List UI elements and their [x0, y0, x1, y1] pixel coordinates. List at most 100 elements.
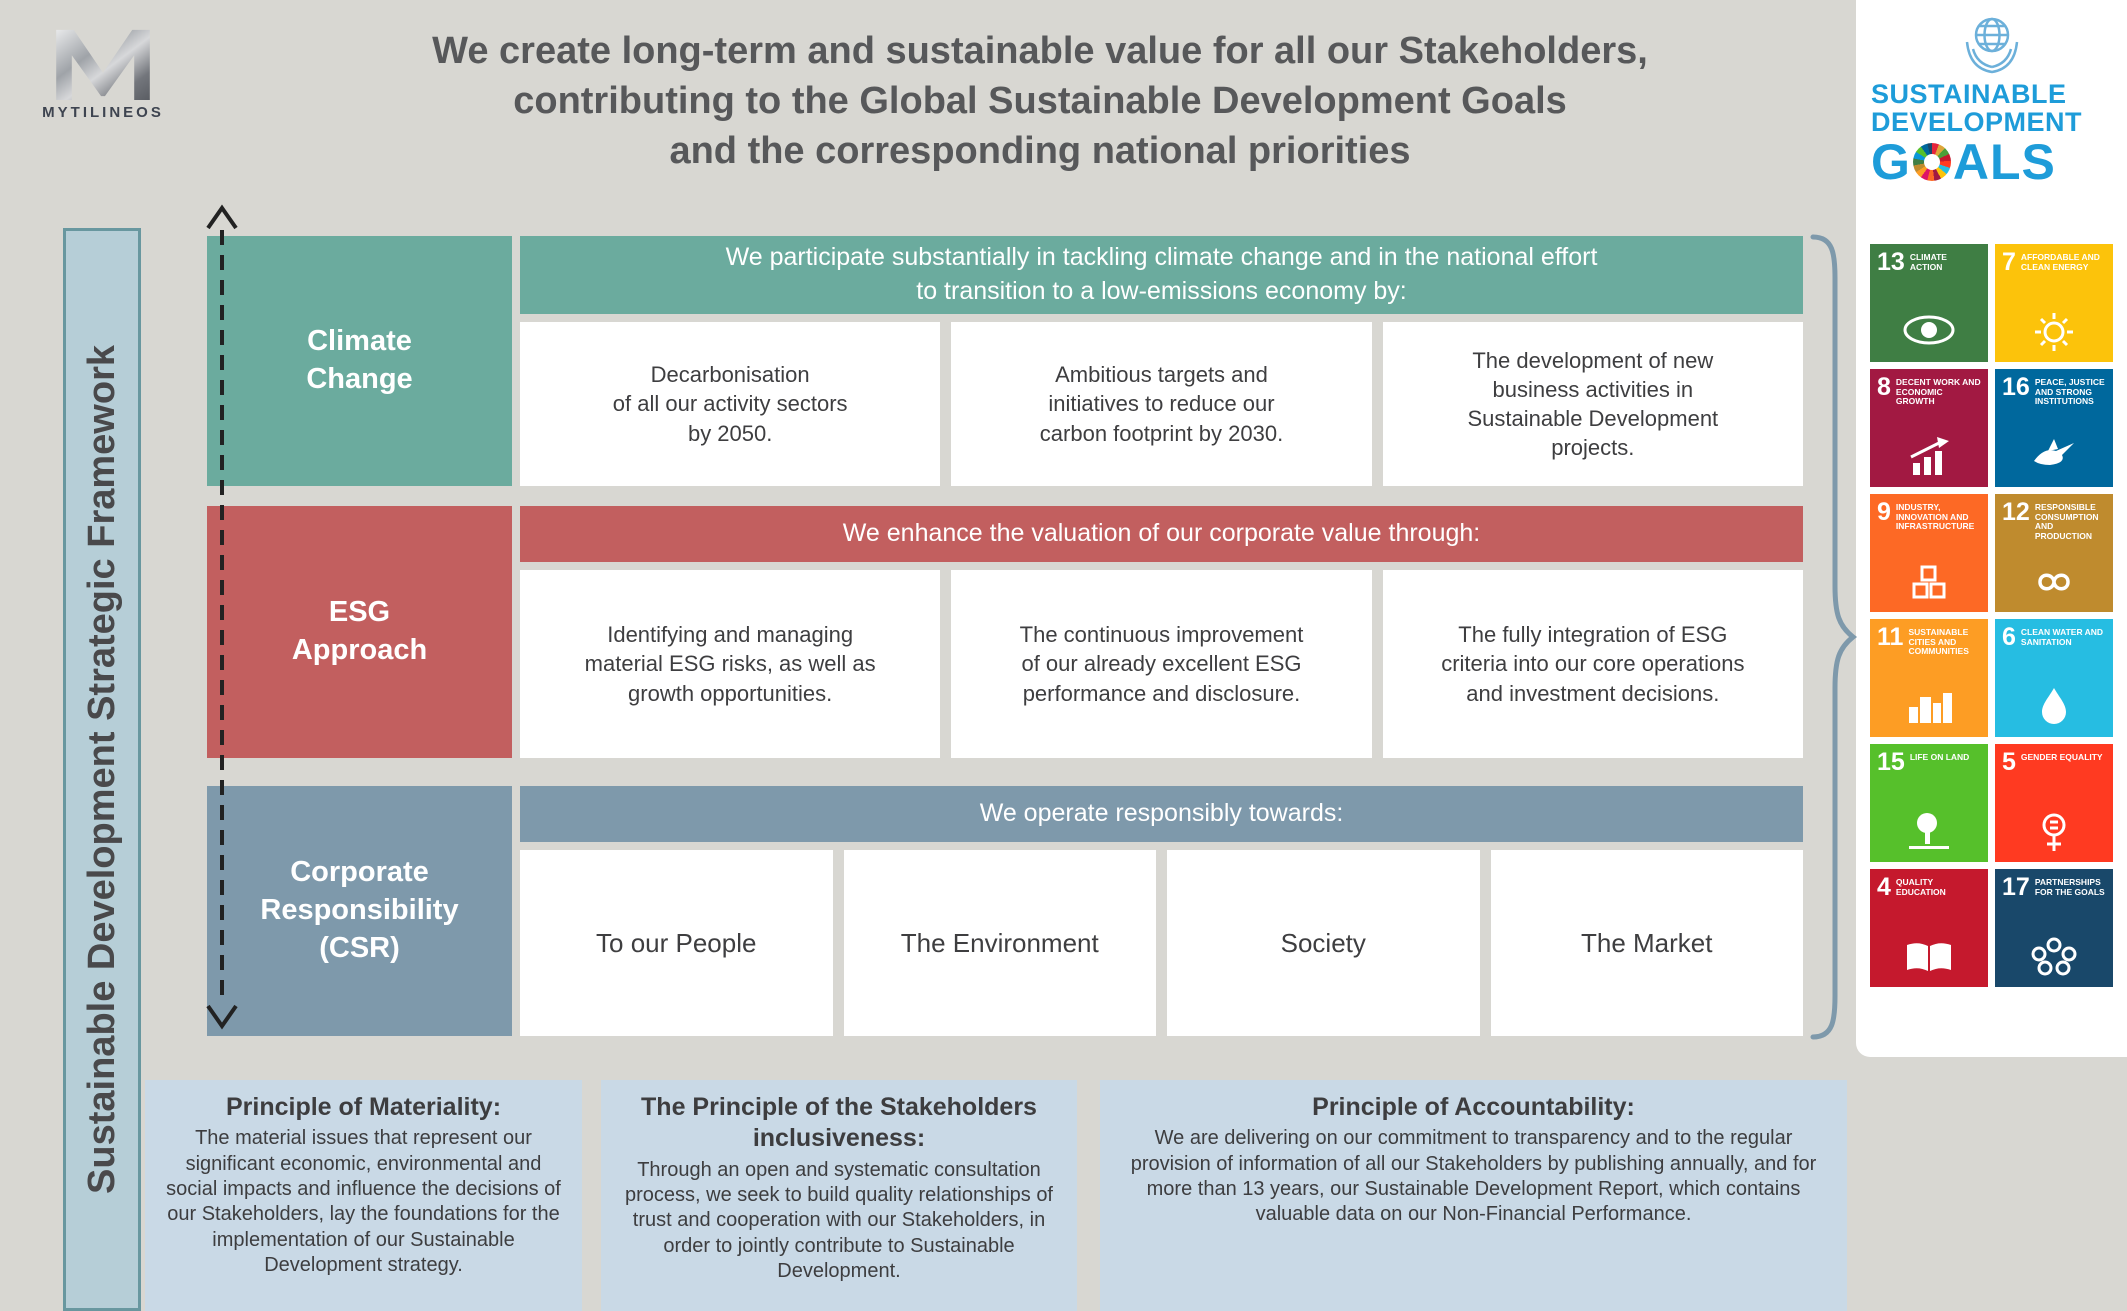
row-label-esg-approach: ESG Approach [207, 506, 512, 758]
page-title-line3: and the corresponding national prioritie… [669, 130, 1411, 173]
csr-item-people: To our People [520, 850, 833, 1036]
sdg-panel: SUSTAINABLE DEVELOPMENT G ALS 13 CLIMATE… [1856, 0, 2127, 1057]
principle-body: We are delivering on our commitment to t… [1130, 1127, 1817, 1226]
sdg-tile-industry-innovation: 9 INDUSTRY, INNOVATION AND INFRASTRUCTUR… [1870, 494, 1988, 612]
esg-item-3: The fully integration of ESG criteria in… [1382, 570, 1803, 758]
sdg-tile-responsible-consumption: 12 RESPONSIBLE CONSUMPTION AND PRODUCTIO… [1995, 494, 2113, 612]
principle-materiality-card: Principle of Materiality: The material i… [145, 1080, 582, 1311]
strategic-framework-label: Sustainable Development Strategic Framew… [80, 345, 123, 1194]
climate-header-band: We participate substantially in tackling… [520, 236, 1803, 314]
sdg-tile-number: 7 [2002, 248, 2016, 276]
row-label-line: Climate [307, 325, 412, 358]
goals-als: ALS [1952, 133, 2056, 190]
sdg-tile-number: 16 [2002, 373, 2030, 401]
open-book-icon [1870, 935, 1988, 979]
sdg-tile-sustainable-cities: 11 SUSTAINABLE CITIES AND COMMUNITIES [1870, 619, 1988, 737]
sdg-tile-title: PEACE, JUSTICE AND STRONG INSTITUTIONS [2034, 377, 2105, 407]
csr-items: To our People The Environment Society Th… [520, 850, 1803, 1036]
tree-icon [1870, 810, 1988, 854]
sdg-tile-title: CLIMATE ACTION [1909, 252, 1947, 272]
sdg-tile-number: 12 [2002, 498, 2030, 526]
sdg-tile-life-on-land: 15 LIFE ON LAND [1870, 744, 1988, 862]
esg-header-text: We enhance the valuation of our corporat… [842, 519, 1481, 548]
growth-chart-icon [1870, 435, 1988, 479]
gender-symbol-icon [1995, 810, 2113, 854]
sdg-tile-number: 15 [1877, 748, 1905, 776]
row-label-line: Approach [291, 634, 428, 666]
principle-title: Principle of Materiality: [225, 1093, 502, 1121]
principle-title: Principle of Accountability: [1312, 1093, 1635, 1121]
row-label-line: Responsibility [260, 894, 459, 927]
sdg-tile-title: RESPONSIBLE CONSUMPTION AND PRODUCTION [2034, 502, 2099, 541]
esg-item-2: The continuous improvement of our alread… [951, 570, 1372, 758]
sdg-tile-number: 13 [1877, 248, 1905, 276]
principle-body: Through an open and systematic consultat… [624, 1158, 1053, 1283]
principle-stakeholders-card: The Principle of the Stakeholders inclus… [601, 1080, 1077, 1311]
climate-header-line1: We participate substantially in tackling… [725, 243, 1598, 272]
climate-action-icon [1870, 310, 1988, 354]
row-label-line: Corporate [290, 856, 429, 889]
strategic-framework-rail: Sustainable Development Strategic Framew… [63, 228, 141, 1311]
csr-header-band: We operate responsibly towards: [520, 786, 1803, 842]
goals-wheel-icon [1912, 142, 1951, 181]
brace-icon [1807, 234, 1859, 1045]
climate-items: Decarbonisation of all our activity sect… [520, 322, 1803, 486]
csr-item-market: The Market [1490, 850, 1803, 1036]
sdg-tile-quality-education: 4 QUALITY EDUCATION [1870, 869, 1988, 987]
sdg-tile-title: AFFORDABLE AND CLEAN ENERGY [2020, 252, 2100, 272]
sdg-tile-number: 6 [2002, 623, 2016, 651]
linked-circles-icon [1995, 935, 2113, 979]
company-name: MYTILINEOS [42, 104, 164, 121]
sdg-tile-climate-action: 13 CLIMATE ACTION [1870, 244, 1988, 362]
sdg-tile-number: 9 [1877, 498, 1891, 526]
climate-item-2: Ambitious targets and initiatives to red… [951, 322, 1372, 486]
esg-header-band: We enhance the valuation of our corporat… [520, 506, 1803, 562]
sdg-tile-title: QUALITY EDUCATION [1895, 877, 1946, 897]
sdg-tile-number: 8 [1877, 373, 1891, 401]
sdg-tile-clean-energy: 7 AFFORDABLE AND CLEAN ENERGY [1995, 244, 2113, 362]
building-blocks-icon [1870, 560, 1988, 604]
sdg-tile-decent-work: 8 DECENT WORK AND ECONOMIC GROWTH [1870, 369, 1988, 487]
double-arrow-icon [200, 202, 244, 1037]
sdg-logo-line1: SUSTAINABLE [1871, 79, 2067, 109]
sdg-tile-title: GENDER EQUALITY [2020, 752, 2103, 762]
climate-header-line2: to transition to a low-emissions economy… [916, 277, 1407, 305]
principle-accountability-card: Principle of Accountability: We are deli… [1100, 1080, 1847, 1311]
sdg-logo: SUSTAINABLE DEVELOPMENT G ALS [1856, 80, 2127, 187]
un-emblem-icon [1856, 8, 2127, 80]
water-drop-icon [1995, 685, 2113, 729]
page-title-line2: contributing to the Global Sustainable D… [513, 80, 1567, 123]
sdg-tile-number: 4 [1877, 873, 1891, 901]
sdg-tile-title: CLEAN WATER AND SANITATION [2020, 627, 2104, 647]
principle-body: The material issues that represent our s… [166, 1127, 561, 1277]
sun-energy-icon [1995, 310, 2113, 354]
climate-item-1: Decarbonisation of all our activity sect… [520, 322, 941, 486]
sdg-tile-peace-justice: 16 PEACE, JUSTICE AND STRONG INSTITUTION… [1995, 369, 2113, 487]
climate-item-3: The development of new business activiti… [1382, 322, 1803, 486]
sdg-logo-line2: DEVELOPMENT [1871, 107, 2083, 138]
goals-g: G [1871, 133, 1911, 190]
row-label-line: ESG [328, 596, 391, 629]
sdg-tile-number: 17 [2002, 873, 2030, 901]
company-m-icon [36, 24, 170, 102]
sdg-tile-number: 5 [2002, 748, 2016, 776]
infinity-icon [1995, 560, 2113, 604]
row-label-line: (CSR) [319, 931, 400, 964]
company-logo: MYTILINEOS [36, 24, 170, 121]
sdg-tile-gender-equality: 5 GENDER EQUALITY [1995, 744, 2113, 862]
sdg-tile-partnerships: 17 PARTNERSHIPS FOR THE GOALS [1995, 869, 2113, 987]
sdg-tiles-grid: 13 CLIMATE ACTION 7 AFFORDABLE AND CLEAN… [1870, 244, 2113, 987]
row-label-climate-change: Climate Change [207, 236, 512, 486]
page-title-line1: We create long-term and sustainable valu… [432, 30, 1648, 72]
city-skyline-icon [1870, 685, 1988, 729]
sdg-tile-number: 11 [1877, 623, 1904, 651]
sdg-logo-goals: G ALS [1871, 137, 2127, 187]
sdg-tile-title: INDUSTRY, INNOVATION AND INFRASTRUCTURE [1895, 502, 1975, 532]
csr-item-environment: The Environment [843, 850, 1156, 1036]
dove-icon [1995, 435, 2113, 479]
sdg-tile-title: LIFE ON LAND [1909, 752, 1970, 762]
esg-items: Identifying and managing material ESG ri… [520, 570, 1803, 758]
principle-title: The Principle of the Stakeholders inclus… [641, 1093, 1037, 1153]
row-label-line: Change [306, 363, 413, 395]
